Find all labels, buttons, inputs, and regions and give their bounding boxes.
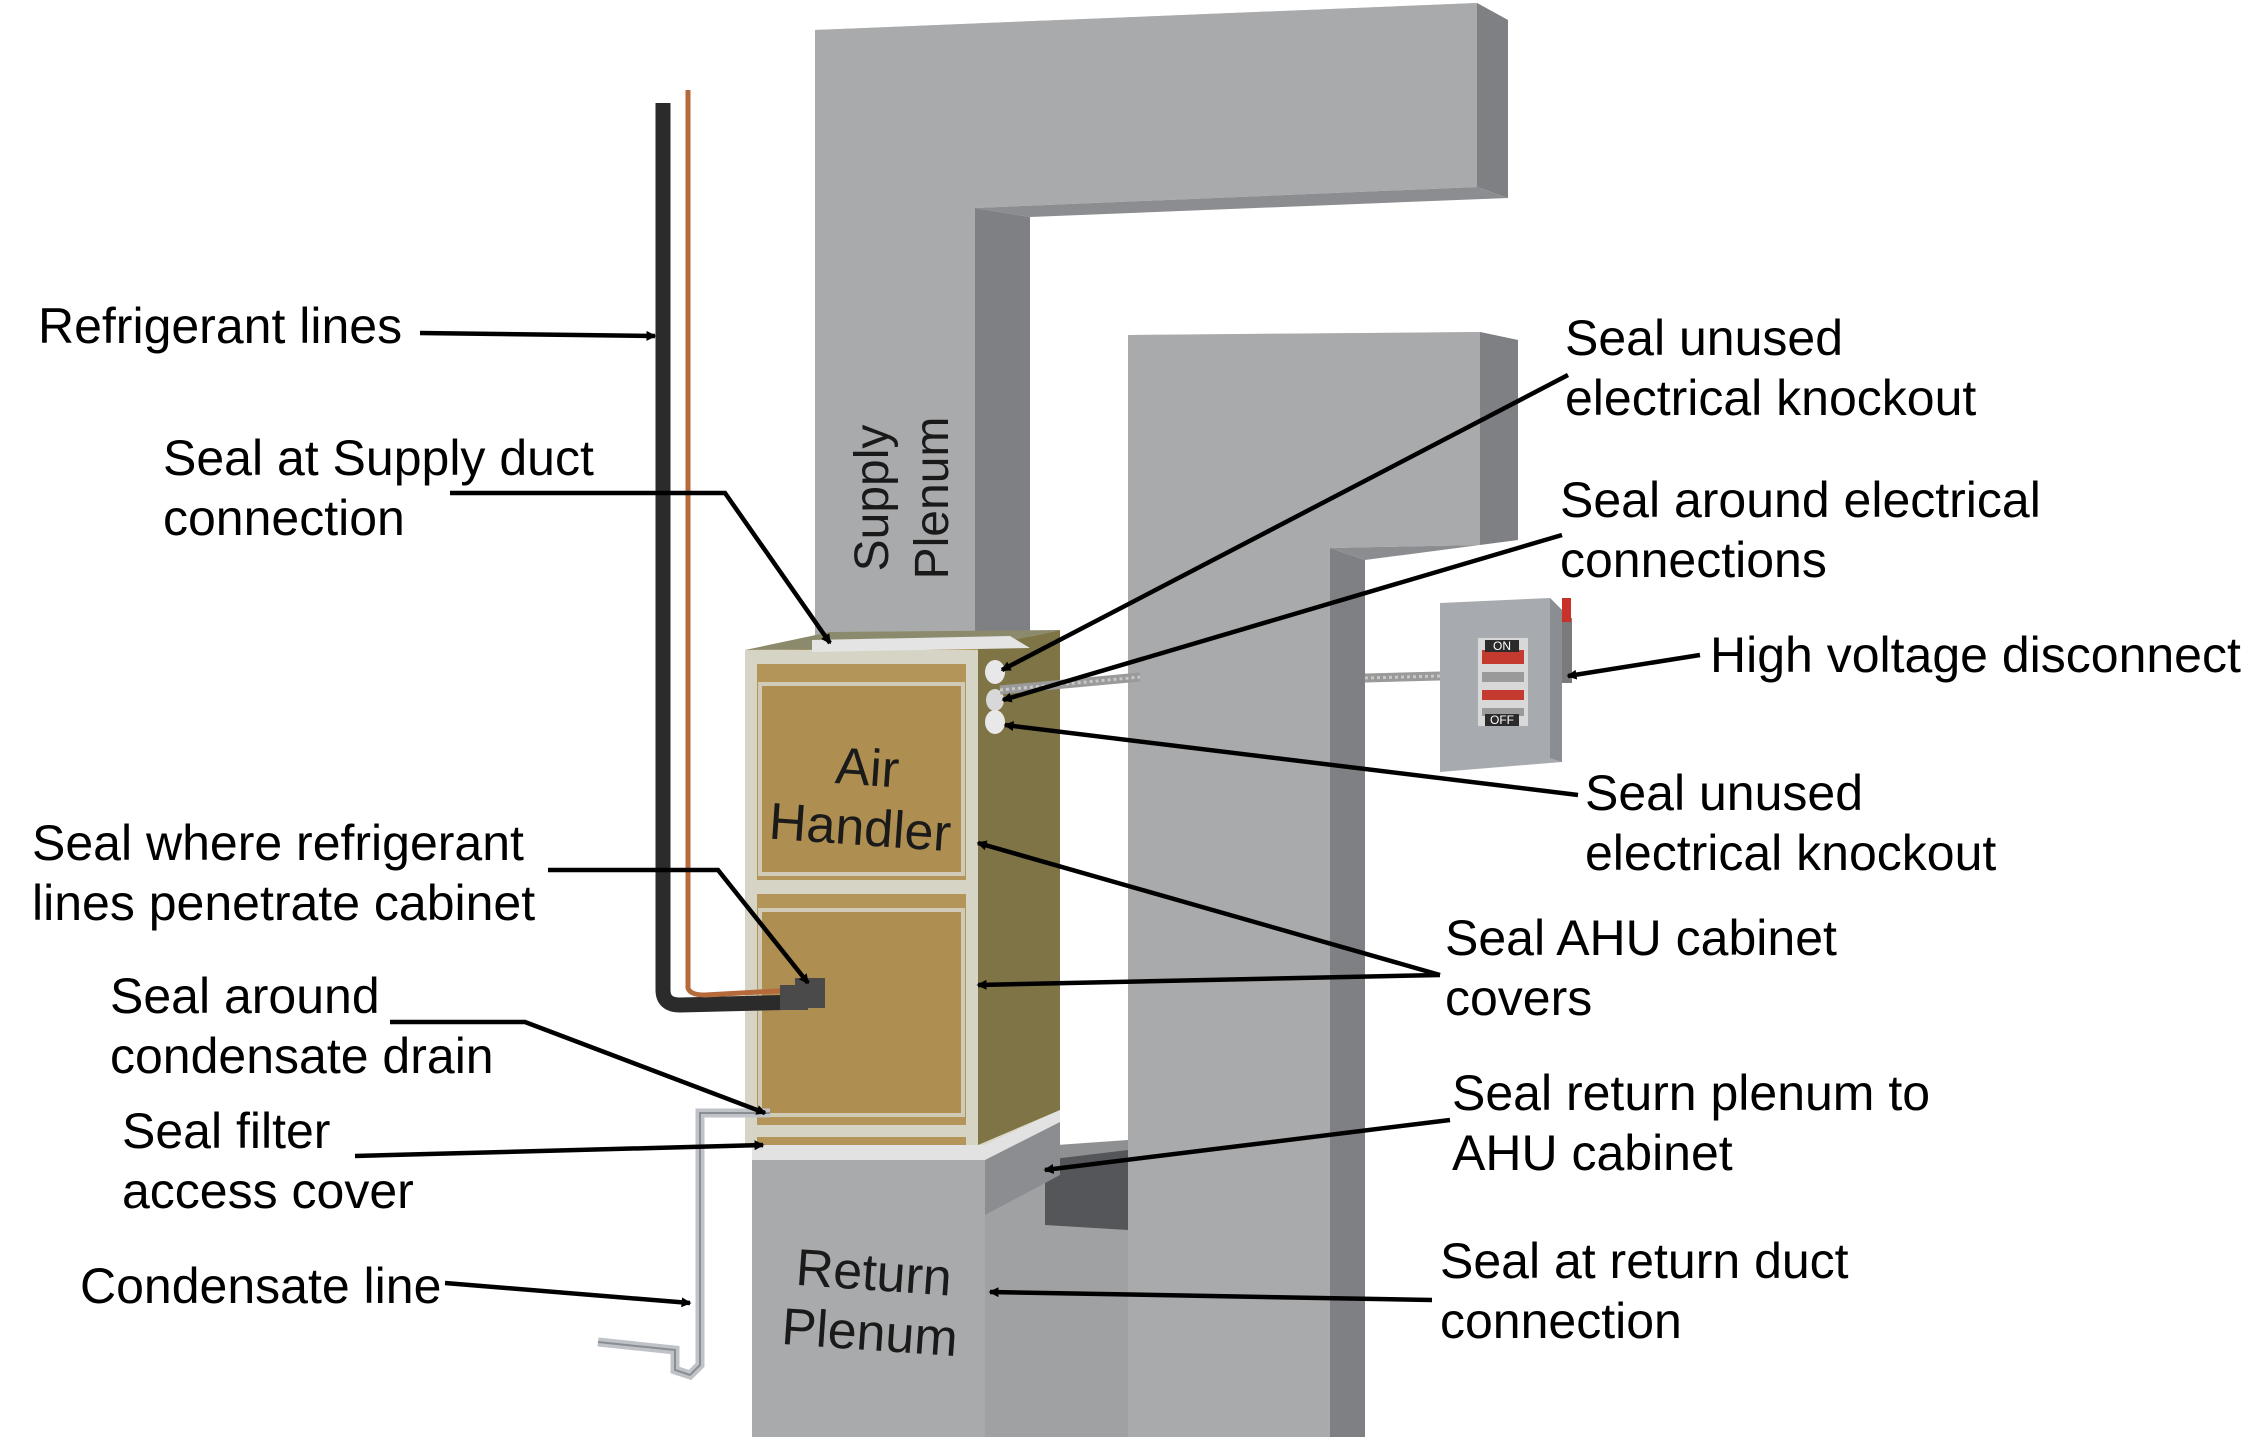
- high-voltage-disconnect-box: ON OFF: [1440, 598, 1572, 772]
- callout-seal-filter-access-line-2: access cover: [122, 1163, 414, 1219]
- callout-seal-ahu-covers-line-1: Seal AHU cabinet: [1445, 910, 1837, 966]
- arrow-seal-supply-duct: [450, 490, 832, 645]
- supply-plenum: [815, 3, 1508, 645]
- return-plenum-label-line-2: Plenum: [780, 1298, 960, 1368]
- knockout-bottom: [985, 710, 1005, 734]
- callout-seal-supply-duct: Seal at Supply duct connection: [163, 430, 594, 546]
- callout-high-voltage-disconnect: High voltage disconnect: [1710, 627, 2241, 683]
- callout-seal-supply-duct-line-1: Seal at Supply duct: [163, 430, 594, 486]
- callout-seal-filter-access: Seal filter access cover: [122, 1103, 414, 1219]
- callout-seal-unused-knockout-bottom-line-2: electrical knockout: [1585, 825, 1996, 881]
- callout-seal-unused-knockout-bottom-line-1: Seal unused: [1585, 765, 1863, 821]
- callout-seal-supply-duct-line-2: connection: [163, 490, 405, 546]
- supply-plenum-label: Supply Plenum: [846, 417, 959, 580]
- arrow-seal-return-duct: [988, 1287, 1433, 1303]
- arrow-high-voltage-disconnect: [1566, 652, 1701, 680]
- callout-seal-return-plenum: Seal return plenum to AHU cabinet: [1452, 1065, 1930, 1181]
- arrow-refrigerant-lines: [419, 330, 657, 341]
- air-handler-label-line-1: Air: [833, 737, 900, 799]
- arrow-condensate-line: [444, 1280, 692, 1308]
- callout-seal-electrical-connections-line-1: Seal around electrical: [1560, 472, 2041, 528]
- callout-seal-refrigerant-penetration-line-1: Seal where refrigerant: [32, 815, 524, 871]
- air-handler-label-line-2: Handler: [767, 793, 953, 864]
- callout-seal-ahu-covers: Seal AHU cabinet covers: [1445, 910, 1837, 1026]
- supply-plenum-label-line-1: Supply: [846, 425, 899, 572]
- callout-seal-condensate-drain-line-2: condensate drain: [110, 1028, 494, 1084]
- arrow-seal-filter-access: [354, 1140, 765, 1159]
- callout-seal-electrical-connections: Seal around electrical connections: [1560, 472, 2041, 588]
- arrow-seal-electrical-connections: [1001, 532, 1563, 703]
- knockout-top: [985, 660, 1005, 684]
- callout-seal-electrical-connections-line-2: connections: [1560, 532, 1827, 588]
- refrigerant-lines: [655, 90, 808, 1013]
- callout-seal-unused-knockout-top: Seal unused electrical knockout: [1565, 310, 1976, 426]
- return-plenum-label: Return Plenum: [780, 1239, 960, 1368]
- callout-seal-refrigerant-penetration-line-2: lines penetrate cabinet: [32, 875, 535, 931]
- callout-condensate-line: Condensate line: [80, 1258, 441, 1314]
- callout-seal-unused-knockout-top-line-1: Seal unused: [1565, 310, 1843, 366]
- callout-seal-ahu-covers-line-2: covers: [1445, 970, 1592, 1026]
- supply-plenum-label-line-2: Plenum: [906, 417, 959, 580]
- callout-seal-unused-knockout-bottom: Seal unused electrical knockout: [1585, 765, 1996, 881]
- callout-seal-return-duct: Seal at return duct connection: [1440, 1233, 1849, 1349]
- arrow-seal-refrigerant-penetration: [548, 867, 810, 985]
- callout-seal-condensate-drain: Seal around condensate drain: [110, 968, 494, 1084]
- callout-refrigerant-lines: Refrigerant lines: [38, 298, 402, 354]
- callout-seal-return-plenum-line-2: AHU cabinet: [1452, 1125, 1733, 1181]
- arrow-seal-return-plenum: [1043, 1117, 1451, 1174]
- callout-seal-unused-knockout-top-line-2: electrical knockout: [1565, 370, 1976, 426]
- air-handler-label: Air Handler: [767, 737, 953, 864]
- callout-seal-return-plenum-line-1: Seal return plenum to: [1452, 1065, 1930, 1121]
- disconnect-on-label: ON: [1493, 639, 1511, 653]
- arrow-seal-ahu-covers-lower: [976, 972, 1441, 990]
- leader-arrows: [354, 330, 1701, 1308]
- condensate-line: [597, 1108, 770, 1381]
- arrow-seal-unused-knockout-bottom: [1003, 721, 1579, 798]
- return-duct: [985, 332, 1518, 1437]
- callout-seal-return-duct-line-2: connection: [1440, 1293, 1682, 1349]
- callout-seal-condensate-drain-line-1: Seal around: [110, 968, 380, 1024]
- arrow-seal-condensate-drain: [390, 1019, 767, 1116]
- arrow-seal-unused-knockout-top: [1000, 373, 1570, 672]
- electrical-conduit: [999, 671, 1441, 695]
- callout-seal-filter-access-line-1: Seal filter: [122, 1103, 330, 1159]
- return-plenum-label-line-1: Return: [794, 1239, 954, 1308]
- callout-seal-refrigerant-penetration: Seal where refrigerant lines penetrate c…: [32, 815, 535, 931]
- electrical-connection: [986, 689, 1004, 711]
- disconnect-off-label: OFF: [1490, 713, 1514, 727]
- arrow-seal-ahu-covers-upper: [976, 840, 1441, 978]
- callout-seal-return-duct-line-1: Seal at return duct: [1440, 1233, 1849, 1289]
- air-handler-cabinet: [745, 630, 1060, 1145]
